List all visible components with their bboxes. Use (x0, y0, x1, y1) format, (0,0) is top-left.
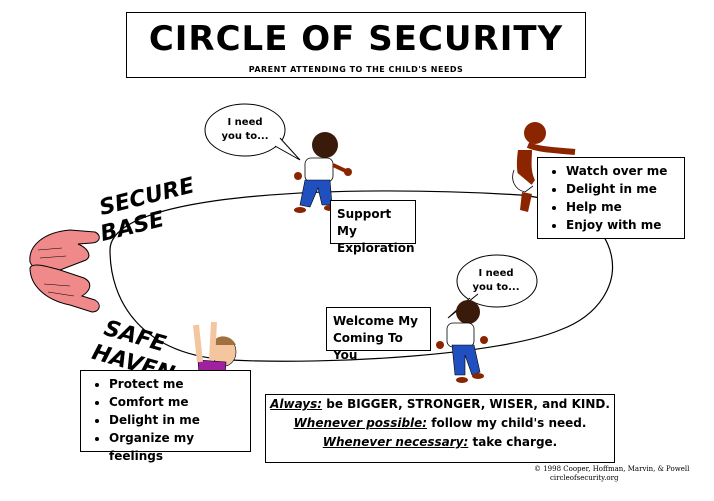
rule-necessary-text: take charge. (468, 435, 558, 449)
list-item: Protect me (109, 375, 244, 393)
child-exploring-icon (294, 132, 352, 213)
list-item: Enjoy with me (566, 216, 678, 234)
list-item: Organize my feelings (109, 429, 244, 465)
bubble-top-line2: you to... (221, 131, 269, 142)
rule-necessary-key: Whenever necessary: (322, 435, 469, 449)
rule-possible-key: Whenever possible: (293, 416, 428, 430)
list-item: Delight in me (109, 411, 244, 429)
credit-line1: © 1998 Cooper, Hoffman, Marvin, & Powell (534, 465, 690, 473)
rule-possible: Whenever possible: follow my child's nee… (266, 414, 614, 433)
child-returning-icon (436, 300, 488, 383)
hands-icon (29, 229, 100, 313)
list-item: Watch over me (566, 162, 678, 180)
security-circle (109, 190, 614, 362)
welcome-line1: Welcome My (333, 314, 419, 328)
page-subtitle: PARENT ATTENDING TO THE CHILD'S NEEDS (248, 65, 464, 74)
bubble-right-line2: you to... (472, 282, 520, 293)
list-item: Comfort me (109, 393, 244, 411)
support-line2: Exploration (337, 241, 415, 255)
comfort-needs-box: Protect me Comfort me Delight in me Orga… (80, 370, 251, 463)
bubble-top-line1: I need (227, 117, 263, 128)
rule-possible-text: follow my child's need. (427, 416, 587, 430)
exploration-needs-list: Watch over me Delight in me Help me Enjo… (538, 158, 684, 238)
welcome-line2: Coming To You (333, 331, 403, 362)
list-item: Delight in me (566, 180, 678, 198)
speech-bubble-top-icon (204, 103, 301, 161)
rule-always-key: Always: (270, 397, 323, 411)
rule-necessary: Whenever necessary: take charge. (266, 433, 614, 452)
bubble-right-line1: I need (478, 268, 514, 279)
support-line1: Support My (337, 207, 392, 238)
rule-always-text: be BIGGER, STRONGER, WISER, and KIND. (322, 397, 610, 411)
rule-always: Always: be BIGGER, STRONGER, WISER, and … (266, 395, 614, 414)
support-exploration-box: Support My Exploration (330, 200, 416, 255)
title-box: CIRCLE OF SECURITY PARENT ATTENDING TO T… (126, 12, 586, 78)
child-climbing-icon (512, 122, 576, 212)
bubble-right-text: I need you to... (466, 267, 526, 295)
bubble-top-text: I need you to... (215, 116, 275, 144)
exploration-needs-box: Watch over me Delight in me Help me Enjo… (537, 157, 685, 239)
credit-line2: circleofsecurity.org (550, 474, 619, 482)
list-item: Help me (566, 198, 678, 216)
copyright-credit: © 1998 Cooper, Hoffman, Marvin, & Powell… (534, 465, 689, 483)
welcome-coming-box: Welcome My Coming To You (326, 307, 431, 362)
parent-rules-box: Always: be BIGGER, STRONGER, WISER, and … (265, 394, 615, 463)
comfort-needs-list: Protect me Comfort me Delight in me Orga… (81, 371, 250, 469)
page-title: CIRCLE OF SECURITY (148, 19, 564, 59)
